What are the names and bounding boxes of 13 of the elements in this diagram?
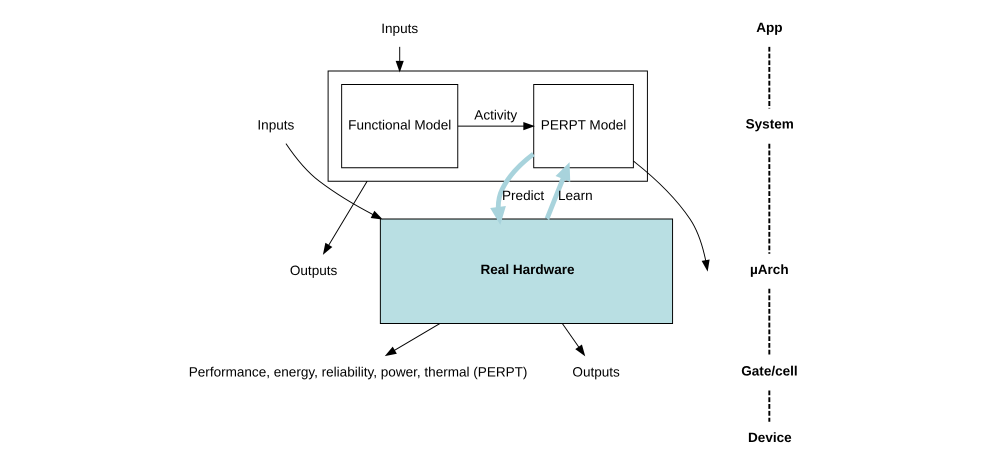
node-text: Outputs bbox=[289, 262, 337, 278]
edge-label: Learn bbox=[558, 188, 592, 203]
label: Device bbox=[748, 430, 792, 446]
node-text: Performance, energy, reliability, power, thermal (PERPT) bbox=[188, 364, 527, 380]
edge-label: Activity bbox=[474, 108, 517, 123]
node-text: Outputs bbox=[572, 364, 620, 380]
label: App bbox=[756, 20, 782, 35]
label: µArch bbox=[749, 262, 788, 277]
label: Gate/cell bbox=[740, 363, 798, 378]
edge-label: Predict bbox=[502, 188, 544, 203]
node-text: Inputs bbox=[380, 20, 418, 36]
label: System bbox=[745, 116, 794, 132]
node-text: Inputs bbox=[256, 118, 294, 133]
